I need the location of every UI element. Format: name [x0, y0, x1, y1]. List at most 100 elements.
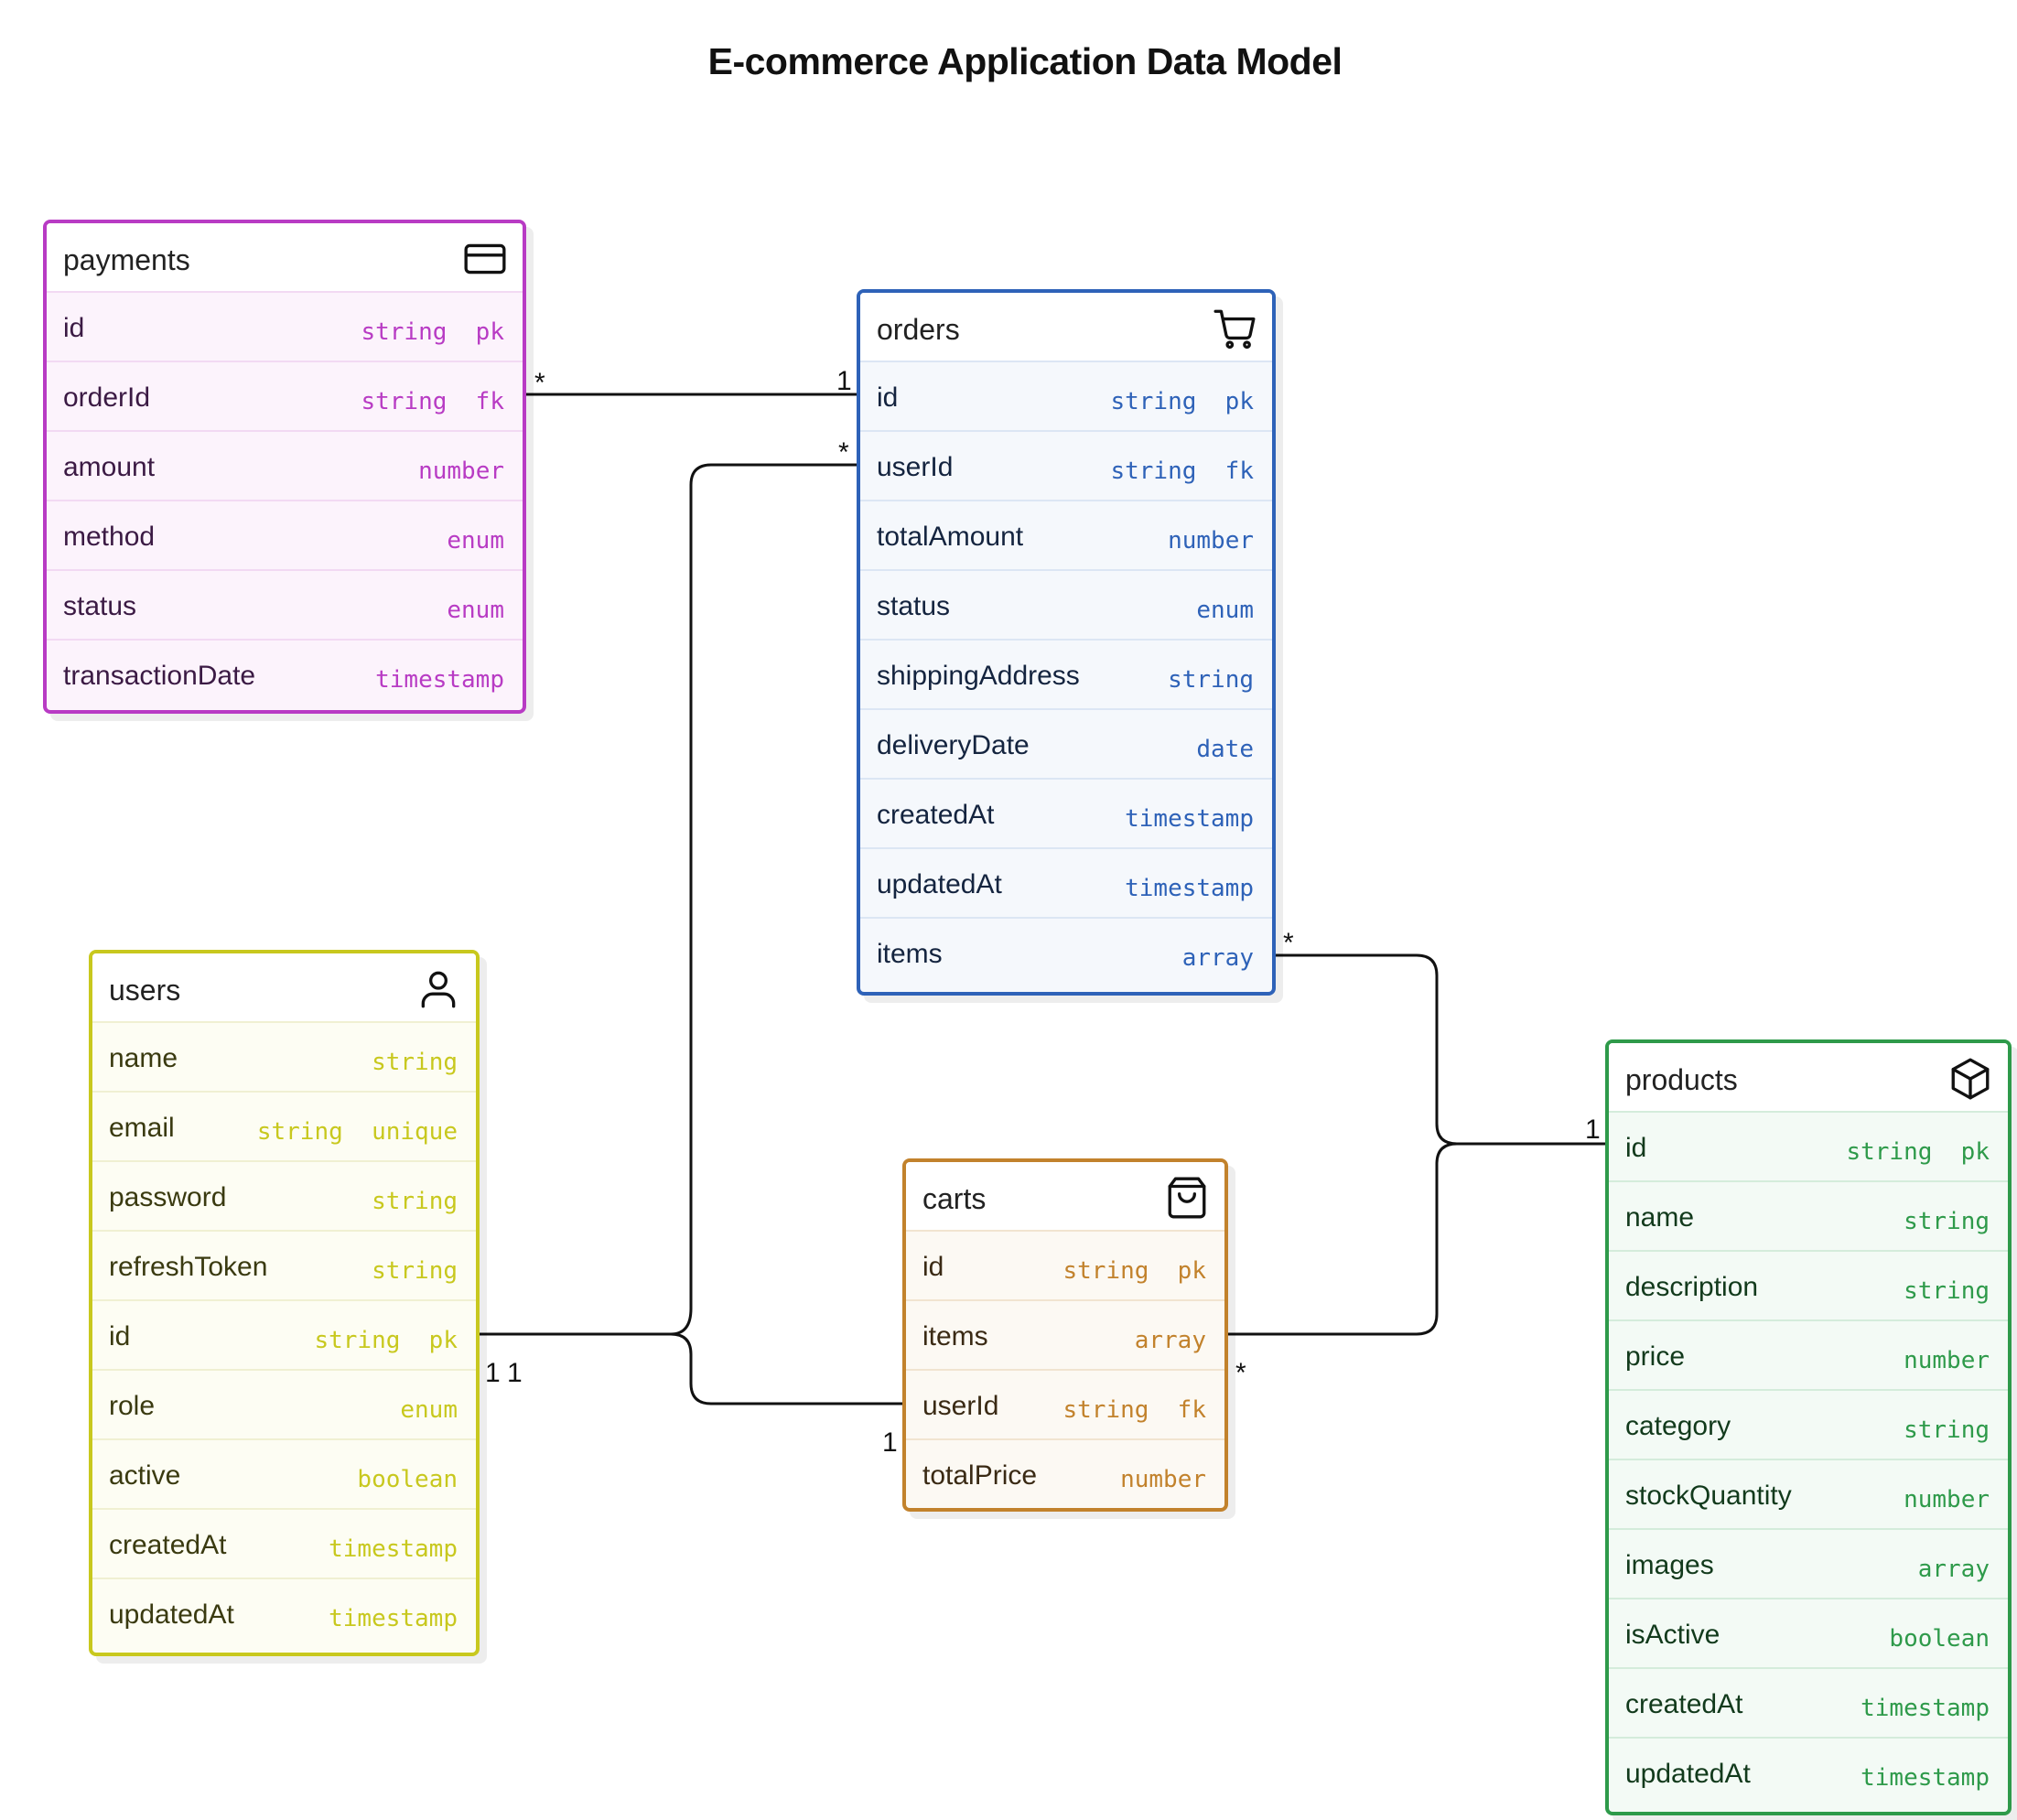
field-name: userId [922, 1391, 999, 1421]
field-type: string fk [1062, 1396, 1206, 1424]
field-type: string pk [314, 1327, 458, 1354]
field-name: images [1625, 1550, 1714, 1580]
field-row[interactable]: price number [1609, 1321, 2008, 1391]
field-name: password [109, 1182, 227, 1212]
cardinality-orders-one: 1 [836, 366, 852, 396]
field-row[interactable]: items array [906, 1301, 1224, 1371]
shopping-cart-icon [1213, 309, 1256, 350]
field-row[interactable]: userId string fk [906, 1371, 1224, 1440]
field-name: transactionDate [63, 661, 256, 691]
entity-name: users [109, 974, 181, 1007]
field-type: timestamp [329, 1605, 458, 1632]
link-carts-users [670, 1332, 911, 1405]
field-type: array [1917, 1556, 1990, 1583]
entity-header: users [92, 953, 476, 1023]
cardinality-payments-many: * [534, 368, 545, 398]
field-type: enum [447, 597, 504, 624]
field-type: array [1134, 1327, 1206, 1354]
field-name: items [922, 1321, 988, 1352]
field-type: string pk [1062, 1257, 1206, 1285]
field-name: role [109, 1391, 156, 1421]
field-name: method [63, 522, 156, 552]
cardinality-orders-items-many: * [1283, 928, 1294, 958]
field-row[interactable]: id string pk [1609, 1113, 2008, 1182]
field-type: enum [1196, 597, 1254, 624]
field-type: timestamp [1861, 1764, 1990, 1792]
entity-header: carts [906, 1162, 1224, 1232]
field-name: description [1625, 1272, 1759, 1302]
cardinality-products-one-a: 1 [1585, 1115, 1601, 1145]
field-row[interactable]: method enum [47, 501, 523, 571]
field-name: price [1625, 1341, 1686, 1372]
field-type: number [1904, 1347, 1990, 1374]
field-type: number [1904, 1486, 1990, 1513]
field-name: totalAmount [877, 522, 1024, 552]
field-type: boolean [1889, 1625, 1990, 1653]
field-name: items [877, 939, 943, 969]
field-row[interactable]: images array [1609, 1530, 2008, 1599]
field-name: updatedAt [877, 869, 1002, 899]
field-type: enum [447, 527, 504, 555]
field-name: active [109, 1460, 181, 1491]
field-row[interactable]: transactionDate timestamp [47, 641, 523, 710]
field-type: string [1904, 1277, 1990, 1305]
field-name: shippingAddress [877, 661, 1080, 691]
field-name: updatedAt [109, 1599, 234, 1630]
field-name: updatedAt [1625, 1759, 1751, 1789]
field-row[interactable]: updatedAt timestamp [1609, 1739, 2008, 1808]
link-orders-products [1263, 953, 1613, 1146]
field-type: string [372, 1257, 458, 1285]
field-type: timestamp [375, 666, 504, 694]
cardinality-users-one-b: 1 [507, 1358, 523, 1388]
field-type: string pk [1846, 1138, 1990, 1166]
field-name: amount [63, 452, 156, 482]
field-name: id [1625, 1133, 1647, 1163]
link-orders-users [467, 463, 864, 1336]
field-row[interactable]: updatedAt timestamp [92, 1579, 476, 1649]
field-name: name [1625, 1202, 1695, 1233]
field-type: date [1196, 736, 1254, 763]
user-icon [421, 971, 456, 1008]
field-type: string [1904, 1416, 1990, 1444]
field-type: timestamp [329, 1535, 458, 1563]
field-row[interactable]: description string [1609, 1252, 2008, 1321]
field-type: string pk [361, 318, 504, 346]
cardinality-users-one-a: 1 [485, 1358, 501, 1388]
field-row[interactable]: refreshToken string [92, 1232, 476, 1301]
field-name: createdAt [1625, 1689, 1743, 1719]
link-carts-products [1217, 1142, 1458, 1336]
field-name: refreshToken [109, 1252, 268, 1282]
